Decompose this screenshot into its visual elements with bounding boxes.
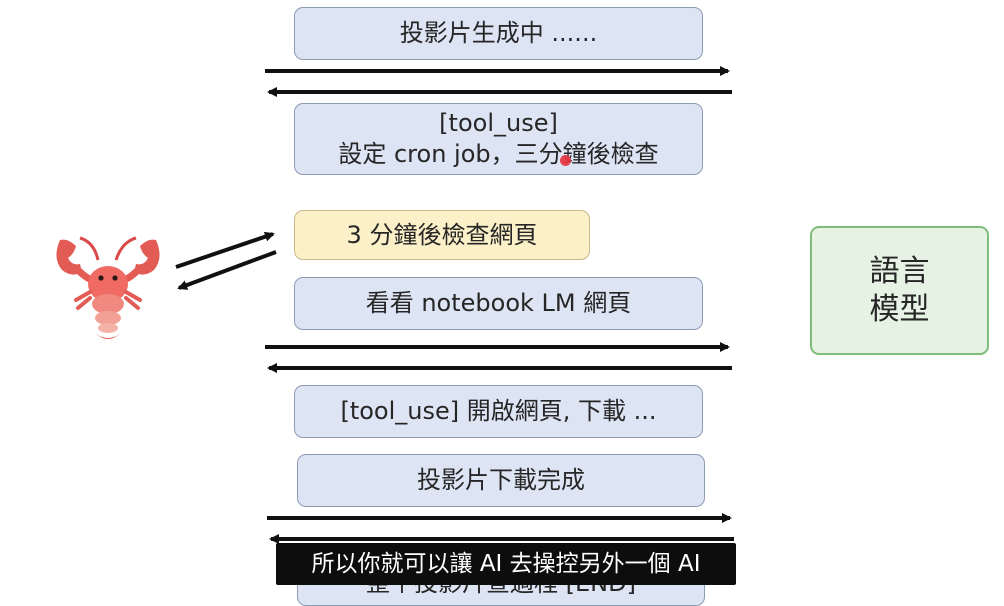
box-tool-use-download-text: [tool_use] 開啟網頁, 下載 ... [340, 397, 657, 425]
box-tool-use-cron-line2: 設定 cron job，三分鐘後檢查 [338, 140, 659, 168]
video-subtitle: 所以你就可以讓 AI 去操控另外一個 AI [276, 543, 736, 585]
box-tool-use-download: [tool_use] 開啟網頁, 下載 ... [294, 385, 703, 438]
box-slides-generating: 投影片生成中 ...... [294, 7, 703, 60]
box-slides-downloaded-text: 投影片下載完成 [417, 466, 585, 494]
box-view-notebook: 看看 notebook LM 網頁 [294, 277, 703, 330]
box-tool-use-cron-line1: [tool_use] [439, 109, 558, 137]
arrows-layer [175, 66, 734, 544]
language-model-line2: 模型 [869, 291, 930, 327]
box-tool-use-cron: [tool_use] 設定 cron job，三分鐘後檢查 [294, 103, 703, 175]
box-language-model: 語言 模型 [810, 226, 989, 355]
box-slides-downloaded: 投影片下載完成 [297, 454, 705, 507]
box-check-in-3min: 3 分鐘後檢查網頁 [294, 210, 590, 260]
arrow-lobster-down [177, 250, 277, 290]
box-view-notebook-text: 看看 notebook LM 網頁 [365, 289, 632, 317]
box-slides-generating-text: 投影片生成中 ...... [399, 19, 598, 47]
arrow-lobster-up [175, 231, 275, 269]
box-check-in-3min-text: 3 分鐘後檢查網頁 [346, 220, 538, 249]
red-dot-cursor-icon [560, 155, 571, 166]
lobster-icon [56, 236, 160, 339]
language-model-line1: 語言 [869, 253, 930, 289]
